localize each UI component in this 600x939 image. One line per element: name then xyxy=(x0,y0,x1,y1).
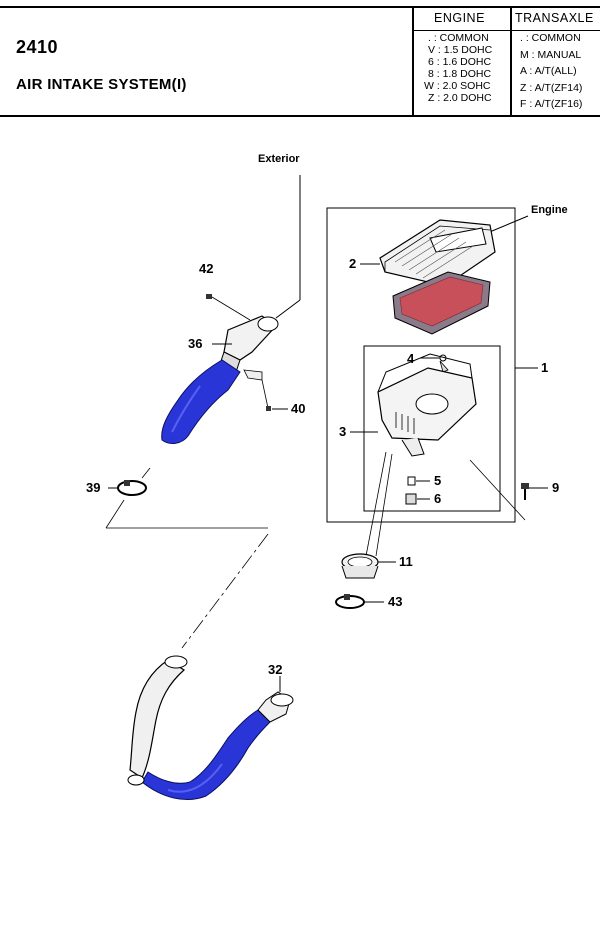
legend-table-header-rule xyxy=(412,30,600,31)
transaxle-row: M : MANUAL xyxy=(520,49,582,61)
part-11-dash-leader-2 xyxy=(375,453,393,557)
label-part-4: 4 xyxy=(407,351,415,366)
engine-row: Z : 2.0 DOHC xyxy=(428,92,492,104)
label-part-5: 5 xyxy=(434,473,441,488)
engine-row: W : 2.0 SOHC xyxy=(424,80,491,92)
engine-header: ENGINE xyxy=(434,11,485,25)
exterior-leader-2 xyxy=(275,299,301,319)
air-cleaner-cover xyxy=(379,219,496,287)
label-part-32: 32 xyxy=(268,662,282,677)
transaxle-row: A : A/T(ALL) xyxy=(520,65,577,77)
connector-dashed xyxy=(181,533,269,649)
label-part-3: 3 xyxy=(339,424,346,439)
label-part-9: 9 xyxy=(552,480,559,495)
label-part-36: 36 xyxy=(188,336,202,351)
body-side-leader xyxy=(469,459,526,521)
air-cleaner-assembly-frame xyxy=(326,207,516,523)
air-cleaner-body-frame xyxy=(363,345,501,512)
part-32-lower-duct xyxy=(127,655,294,800)
legend-table-left-rule xyxy=(412,8,414,115)
label-part-40: 40 xyxy=(291,401,305,416)
label-part-43: 43 xyxy=(388,594,402,609)
label-part-1: 1 xyxy=(541,360,548,375)
air-cleaner-lower-body xyxy=(377,353,477,457)
section-title: AIR INTAKE SYSTEM(I) xyxy=(16,76,187,93)
part-39-lower-leader xyxy=(105,499,125,529)
label-exterior: Exterior xyxy=(258,153,300,165)
label-part-11: 11 xyxy=(399,554,413,569)
part-42-bolt xyxy=(206,294,251,321)
label-engine: Engine xyxy=(531,204,568,216)
part-11-dash-leader xyxy=(365,451,387,557)
transaxle-row: . : COMMON xyxy=(520,32,581,44)
engine-row: V : 1.5 DOHC xyxy=(428,44,493,56)
header-bottom-rule xyxy=(0,115,600,117)
part-11-adapter xyxy=(341,553,379,579)
part-39-upper-leader xyxy=(141,467,151,479)
legend-table: ENGINE TRANSAXLE . : COMMON V : 1.5 DOHC… xyxy=(412,8,600,115)
air-filter xyxy=(392,271,491,335)
engine-row: 6 : 1.6 DOHC xyxy=(428,56,492,68)
part-40-bolt xyxy=(261,379,271,411)
transaxle-row: F : A/T(ZF16) xyxy=(520,98,583,110)
label-part-2: 2 xyxy=(349,256,356,271)
part-5-bushing xyxy=(407,476,416,486)
part-6-grommet xyxy=(405,493,417,505)
legend-table-mid-rule xyxy=(510,8,512,115)
part-9-bolt xyxy=(521,483,529,500)
label-part-42: 42 xyxy=(199,261,213,276)
label-part-39: 39 xyxy=(86,480,100,495)
parts-diagram: Exterior Engine 1 2 3 4 5 6 9 11 32 36 3… xyxy=(86,153,568,800)
engine-row: . : COMMON xyxy=(428,32,489,44)
header-top-rule xyxy=(0,6,600,8)
transaxle-header: TRANSAXLE xyxy=(515,11,594,25)
engine-row: 8 : 1.8 DOHC xyxy=(428,68,492,80)
page-header: 2410 AIR INTAKE SYSTEM(I) ENGINE TRANSAX… xyxy=(0,0,600,117)
transaxle-row: Z : A/T(ZF14) xyxy=(520,82,583,94)
part-39-clamp xyxy=(117,480,147,496)
part-36-upper-duct xyxy=(161,315,279,444)
part-43-clamp xyxy=(335,594,365,609)
label-part-6: 6 xyxy=(434,491,441,506)
section-code: 2410 xyxy=(16,37,59,57)
